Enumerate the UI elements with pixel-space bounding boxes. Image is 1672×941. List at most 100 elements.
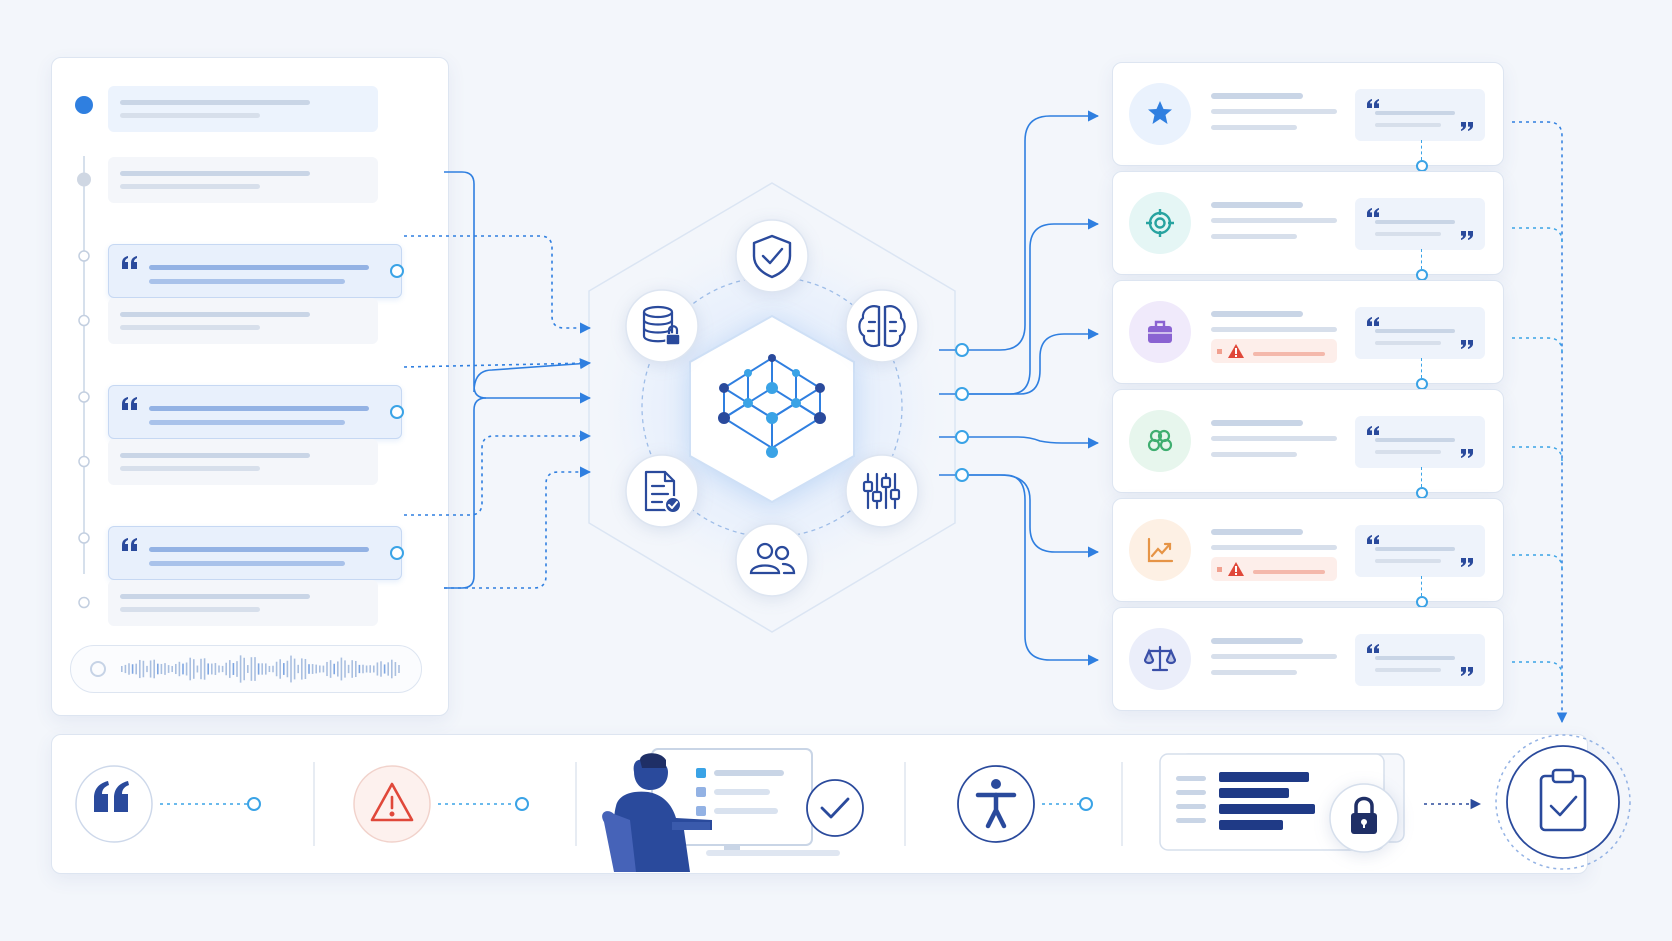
output-card[interactable] [1112, 607, 1504, 711]
waveform-bar [214, 663, 217, 675]
waveform-bar [369, 665, 371, 673]
briefcase-icon [1148, 320, 1172, 343]
quote-connector-node [390, 546, 404, 560]
transcript-quote-row[interactable] [108, 385, 402, 439]
waveform-bar [193, 659, 195, 679]
play-icon[interactable] [90, 661, 106, 677]
waveform-bar [380, 661, 382, 677]
text-line [1211, 311, 1303, 317]
bottom-warning[interactable] [353, 765, 529, 843]
hub-orbit [641, 276, 903, 538]
transcript-row[interactable] [108, 438, 378, 485]
text-line [149, 279, 345, 284]
bottom-clipboard[interactable] [1495, 734, 1631, 870]
satellite-database[interactable] [625, 289, 699, 363]
waveform-bar [329, 660, 332, 678]
bottom-locked-report[interactable] [1159, 753, 1405, 853]
output-connectors [939, 110, 1100, 666]
satellite-document[interactable] [625, 454, 699, 528]
waveform-bar [247, 665, 249, 673]
output-card-icon-circle [1129, 192, 1191, 254]
text-line [149, 265, 369, 270]
hub-core [689, 314, 855, 504]
output-card[interactable] [1112, 62, 1504, 166]
satellite-users[interactable] [735, 523, 809, 597]
waveform-bar [243, 657, 245, 681]
waveform-bar [203, 658, 206, 680]
text-line [149, 547, 369, 552]
text-line [1211, 545, 1337, 550]
waveform-bar [304, 658, 307, 680]
waveform-bar [358, 664, 361, 674]
satellite-sliders[interactable] [845, 454, 919, 528]
output-card-icon-circle [1129, 410, 1191, 472]
waveform-bar [221, 665, 224, 673]
waveform-bar [376, 662, 379, 676]
output-card-quote [1355, 307, 1485, 359]
text-line [120, 465, 260, 471]
text-line [120, 170, 310, 176]
text-line [120, 593, 310, 599]
waveform-bar [124, 664, 127, 674]
text-line [1211, 670, 1297, 675]
bottom-accessibility[interactable] [957, 765, 1093, 843]
satellite-brain[interactable] [845, 289, 919, 363]
timeline-marker [78, 314, 90, 327]
quote-icon [1367, 426, 1473, 458]
waveform-bar [279, 659, 281, 679]
transcript-row[interactable] [108, 297, 378, 344]
text-line [1211, 218, 1337, 223]
waveform-bar [139, 659, 141, 679]
output-card-icon-circle [1129, 628, 1191, 690]
waveform-bar [293, 658, 296, 680]
waveform-bar [239, 655, 242, 683]
waveform-bar [326, 661, 328, 677]
waveform-bar [128, 663, 130, 675]
quote-icon [94, 781, 129, 812]
quote-icon [1367, 644, 1473, 676]
quote-connector-node [390, 405, 404, 419]
satellite-shield[interactable] [735, 219, 809, 293]
waveform-bar [286, 660, 289, 678]
waveform-bar [157, 663, 159, 675]
audio-waveform[interactable] [70, 645, 422, 693]
bottom-reviewer[interactable] [602, 748, 864, 872]
waveform-bar [383, 664, 386, 674]
output-card-icon-circle [1129, 301, 1191, 363]
transcript-row[interactable] [108, 579, 378, 626]
waveform-bar [232, 663, 235, 675]
waveform-bar [164, 663, 166, 675]
waveform-bar [146, 665, 148, 673]
waveform-bar [225, 662, 227, 676]
output-card[interactable] [1112, 280, 1504, 384]
reviewer-at-monitor-icon [602, 748, 840, 872]
warning-icon [1217, 562, 1325, 576]
text-line [1211, 654, 1337, 659]
waveform-bar [229, 660, 231, 678]
text-line [1211, 529, 1303, 535]
text-line [149, 406, 369, 411]
transcript-row[interactable] [108, 156, 378, 203]
text-line [1211, 327, 1337, 332]
waveform-bar [301, 658, 303, 680]
output-card[interactable] [1112, 171, 1504, 275]
bottom-quote[interactable] [75, 765, 261, 843]
waveform-bar [387, 662, 389, 676]
output-card[interactable] [1112, 389, 1504, 493]
text-line [1211, 125, 1297, 130]
waveform-bar [257, 663, 260, 675]
text-line [1211, 638, 1303, 644]
waveform-bar [373, 665, 375, 673]
trend-chart-icon [1147, 537, 1174, 563]
waveform-bar [362, 664, 364, 674]
quote-icon [1367, 535, 1473, 567]
text-line [120, 100, 310, 105]
output-card-quote [1355, 416, 1485, 468]
transcript-row[interactable] [108, 86, 378, 132]
target-icon [1146, 209, 1174, 237]
transcript-quote-row[interactable] [108, 244, 402, 298]
output-card[interactable] [1112, 498, 1504, 602]
waveform-bar [211, 663, 213, 675]
waveform-bar [319, 665, 321, 673]
waveform-bar [236, 661, 238, 677]
